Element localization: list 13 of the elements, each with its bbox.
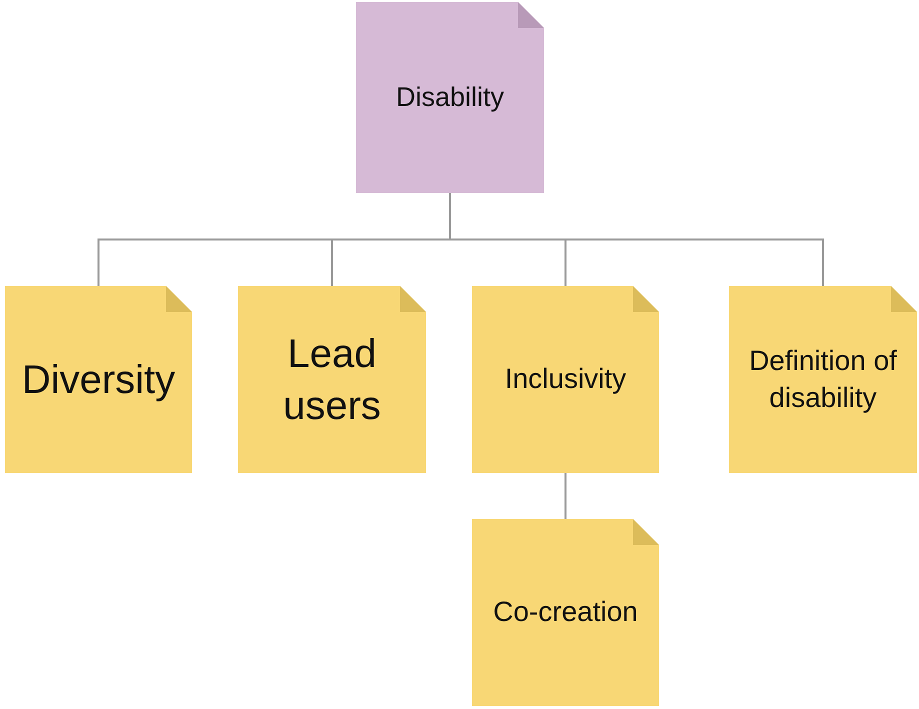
- sticky-note: [472, 286, 659, 473]
- sticky-note: [729, 286, 917, 473]
- note-label: Lead users: [282, 330, 382, 430]
- connector-line: [564, 473, 566, 519]
- sticky-note: [356, 2, 544, 193]
- sticky-note: [238, 286, 426, 473]
- note-label: Co-creation: [493, 595, 638, 630]
- note-label: Definition of disability: [748, 344, 898, 415]
- note-label: Disability: [396, 80, 504, 114]
- sticky-note: [5, 286, 192, 473]
- note-label: Inclusivity: [504, 362, 626, 396]
- note-label: Diversity: [22, 356, 176, 404]
- sticky-note: [472, 519, 659, 706]
